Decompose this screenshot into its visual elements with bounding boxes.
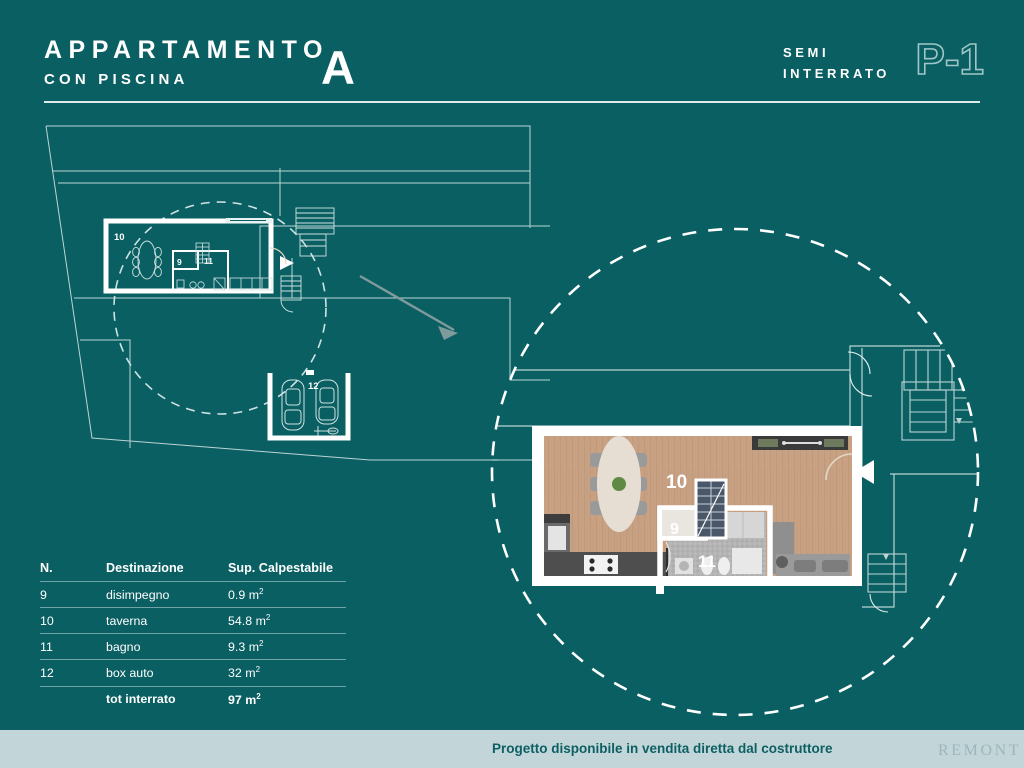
row-area-value: 54.8 xyxy=(228,614,253,629)
row-number: 11 xyxy=(40,633,106,661)
floor-label-line2: INTERRATO xyxy=(782,66,890,81)
overview-entrance-arrow xyxy=(280,256,294,270)
overview-highlight-circle xyxy=(113,201,327,415)
row-area: 0.9 m2 xyxy=(228,581,346,609)
row-area-value: 32 xyxy=(228,666,242,681)
floor-label: SEMI INTERRATO xyxy=(783,46,890,80)
header-destinazione: Destinazione xyxy=(106,556,228,582)
header-divider xyxy=(44,101,980,103)
detail-room-label-10: 10 xyxy=(666,472,687,493)
row-destination: disimpegno xyxy=(106,581,228,609)
dining-set xyxy=(590,436,647,532)
row-area-unit: m xyxy=(245,666,256,681)
page-title: APPARTAMENTO xyxy=(44,36,329,64)
page-footer: Progetto disponibile in vendita diretta … xyxy=(0,730,1024,768)
detail-zoom-plan: 10 xyxy=(490,227,980,717)
detail-room-label-9: 9 xyxy=(670,521,679,538)
overview-room-label-9: 9 xyxy=(177,257,182,267)
row-area-exponent: 2 xyxy=(255,665,261,675)
header-superficie: Sup. Calpestabile xyxy=(228,556,346,582)
row-area-value: 9.3 xyxy=(228,640,246,655)
row-area: 32 m2 xyxy=(228,659,346,687)
title-block: APPARTAMENTO CON PISCINA xyxy=(44,36,329,88)
total-area: 97 m2 xyxy=(228,686,346,712)
unit-letter: A xyxy=(321,41,355,94)
detail-entrance-arrow xyxy=(854,460,874,484)
detail-highlight-circle xyxy=(490,227,980,717)
lower-stairs xyxy=(867,553,907,613)
row-number: 10 xyxy=(40,607,106,635)
total-number xyxy=(40,686,106,712)
entrance-door-arc xyxy=(825,453,853,481)
row-area-exponent: 2 xyxy=(259,639,264,649)
total-label: tot interrato xyxy=(106,692,176,707)
row-number: 12 xyxy=(40,659,106,687)
table-row: 11 bagno 9.3 m2 xyxy=(40,633,346,661)
row-area-exponent: 2 xyxy=(265,613,271,623)
exterior-stairs xyxy=(847,349,978,441)
page-header: APPARTAMENTO CON PISCINA A SEMI INTERRAT… xyxy=(0,0,1024,103)
row-number: 9 xyxy=(40,581,106,609)
legend-table: N. Destinazione Sup. Calpestabile 9 disi… xyxy=(40,556,346,712)
floor-badge: P-1 xyxy=(915,35,985,84)
overview-site-plan: 10 9 11 xyxy=(45,125,550,461)
table-row: 10 taverna 54.8 m2 xyxy=(40,607,346,635)
interior-stair xyxy=(694,478,728,540)
row-destination: taverna xyxy=(106,607,228,635)
detail-room-label-11: 11 xyxy=(698,552,716,571)
overview-room-label-12: 12 xyxy=(308,381,319,392)
zoom-connector-arrow xyxy=(359,274,458,340)
overview-room-label-10: 10 xyxy=(114,232,125,243)
row-area-unit: m xyxy=(248,640,260,655)
bath-fixtures xyxy=(675,557,730,575)
total-area-exponent: 2 xyxy=(256,691,261,701)
row-area: 54.8 m2 xyxy=(228,607,346,635)
floor-label-line1: SEMI xyxy=(782,45,830,60)
row-area: 9.3 m2 xyxy=(228,633,346,661)
sofa xyxy=(770,522,850,576)
detail-apartment: 10 xyxy=(532,426,862,594)
footer-tagline: Progetto disponibile in vendita diretta … xyxy=(492,741,833,756)
table-row: 9 disimpegno 0.9 m2 xyxy=(40,581,346,609)
table-header-row: N. Destinazione Sup. Calpestabile xyxy=(40,556,346,582)
table-row: 12 box auto 32 m2 xyxy=(40,659,346,687)
page-subtitle: CON PISCINA xyxy=(44,71,189,88)
overview-apartment: 10 9 11 xyxy=(103,218,274,294)
row-area-unit: m xyxy=(255,614,266,629)
row-destination: box auto xyxy=(106,659,228,687)
table-total-row: tot interrato 97 m2 xyxy=(40,686,346,712)
total-area-unit: m xyxy=(245,692,257,707)
overview-garage: 12 xyxy=(267,370,351,441)
brand-logo: REMONT xyxy=(938,742,1022,759)
row-area-unit: m xyxy=(248,588,260,603)
row-area-exponent: 2 xyxy=(259,587,264,596)
row-area-value: 0.9 xyxy=(228,588,246,603)
header-n: N. xyxy=(40,556,106,582)
row-destination: bagno xyxy=(106,633,228,661)
total-area-value: 97 xyxy=(228,692,242,707)
